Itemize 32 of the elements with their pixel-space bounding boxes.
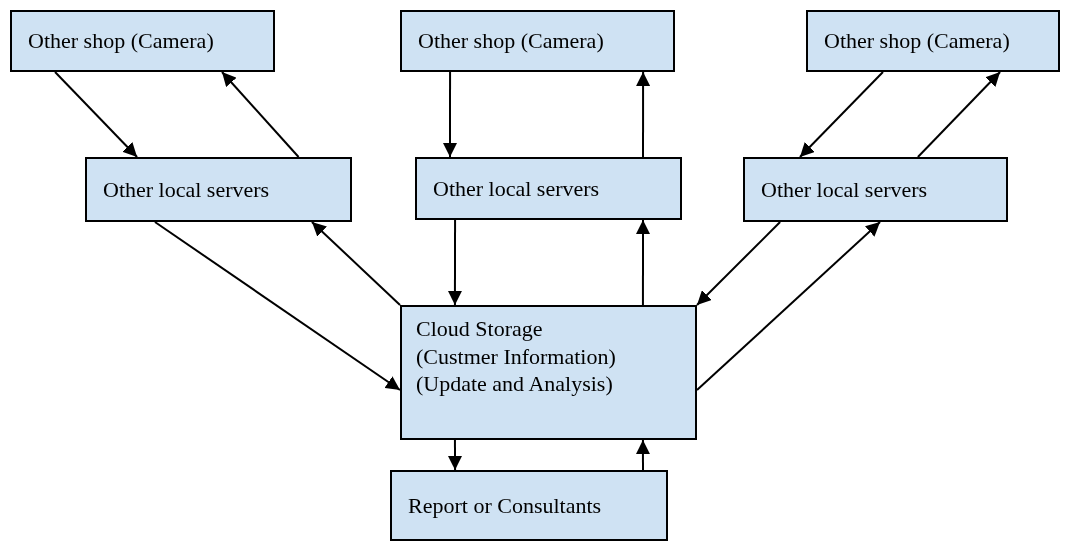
- box-label: Other shop (Camera): [418, 27, 605, 55]
- box-label: (Update and Analysis): [416, 370, 614, 398]
- process-box: [390, 470, 668, 541]
- arrow: [221, 71, 300, 158]
- box-label: Cloud Storage: [416, 315, 544, 343]
- arrow: [447, 219, 462, 306]
- process-box: [85, 157, 352, 222]
- arrow: [54, 71, 139, 158]
- box-label: Other local servers: [103, 175, 271, 204]
- arrow: [636, 71, 651, 158]
- box-label: Other local servers: [433, 174, 601, 203]
- arrow: [153, 221, 401, 392]
- process-box: [415, 157, 682, 220]
- process-box: [400, 305, 697, 440]
- arrow: [696, 221, 881, 392]
- box-label: Report or Consultants: [408, 491, 603, 520]
- process-box: [10, 10, 275, 72]
- process-box: [806, 10, 1060, 72]
- arrow: [916, 71, 1002, 158]
- arrow: [448, 439, 462, 471]
- box-label: Other local servers: [761, 175, 929, 204]
- arrow: [799, 71, 884, 158]
- arrow: [636, 219, 650, 306]
- box-label: (Custmer Information): [416, 342, 617, 370]
- box-label: Other shop (Camera): [824, 27, 1011, 55]
- arrow: [310, 221, 401, 306]
- arrow: [635, 439, 650, 471]
- process-box: [400, 10, 675, 72]
- box-label: Other shop (Camera): [28, 27, 215, 55]
- arrow: [696, 221, 782, 306]
- process-box: [743, 157, 1008, 222]
- arrow: [443, 71, 457, 158]
